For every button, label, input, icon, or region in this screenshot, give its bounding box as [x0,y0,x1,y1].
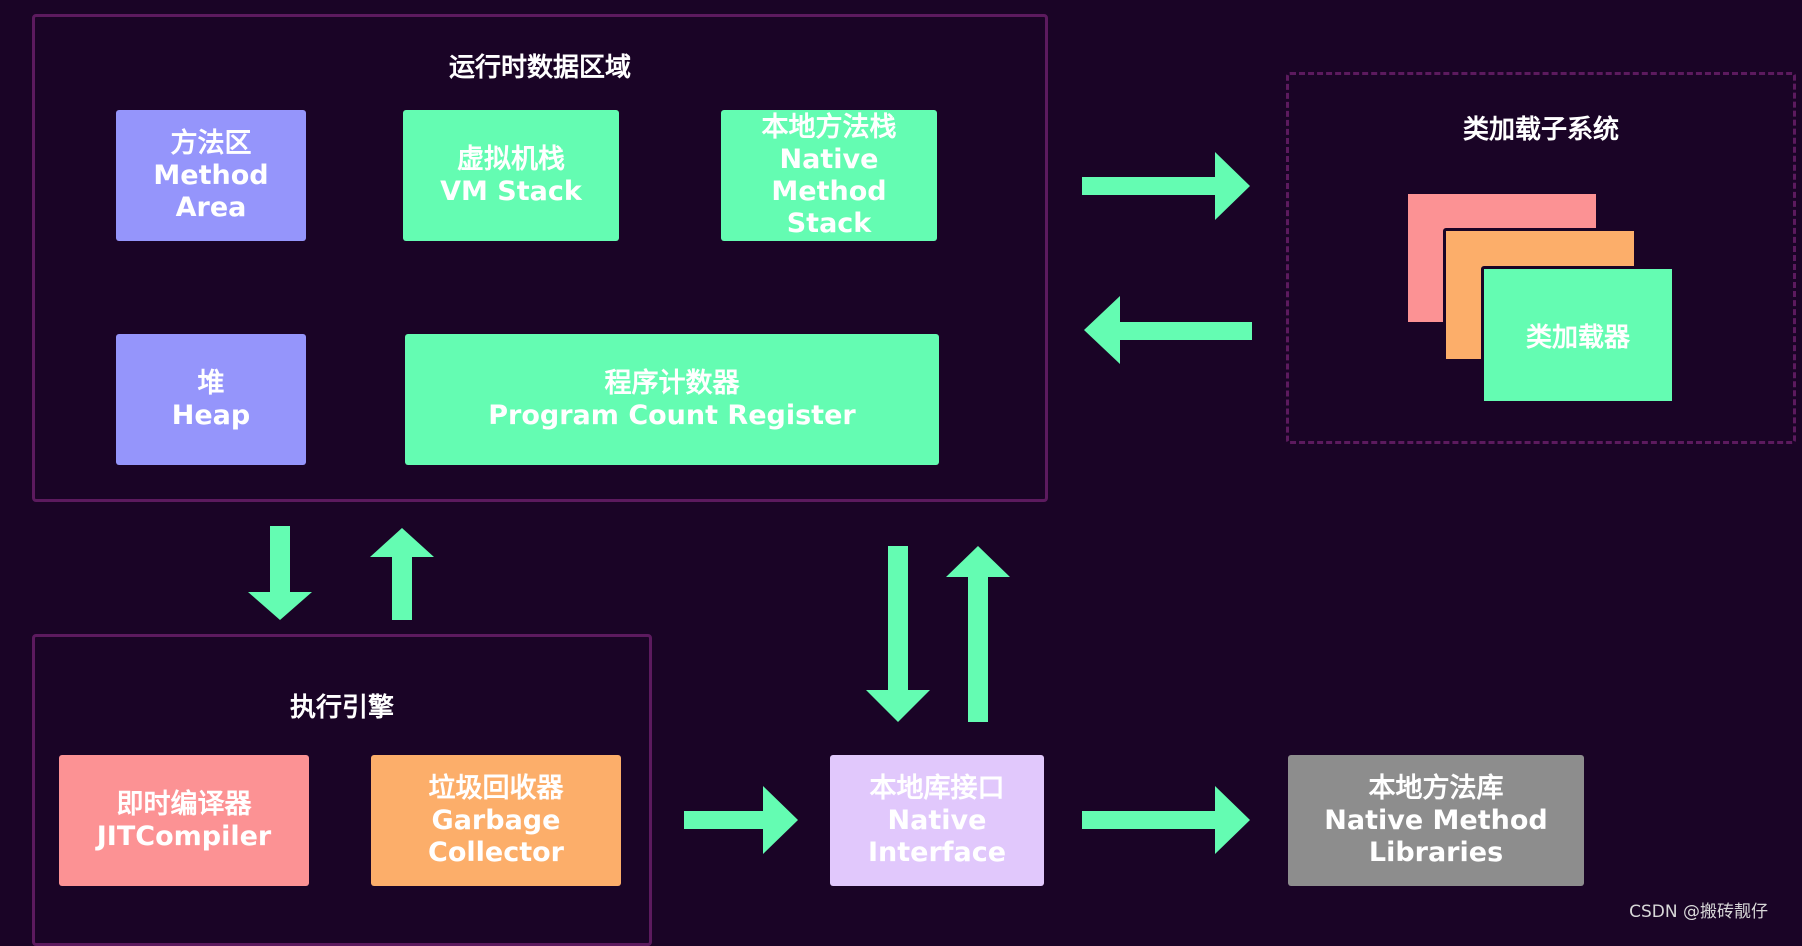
arrow-runtime-to-native-interface [866,546,930,722]
vm-stack-label-cn: 虚拟机栈 [457,143,565,175]
class-loader-subsystem-panel: 类加载子系统 [1286,72,1796,444]
execution-engine-title: 执行引擎 [289,693,394,723]
native-method-stack-label-en2: Method [771,175,887,207]
jit-compiler-label-en: JITCompiler [96,820,272,852]
heap-box: 堆 Heap [116,334,306,465]
native-interface-label-cn: 本地库接口 [869,772,1005,804]
method-area-box: 方法区 Method Area [116,110,306,241]
vm-stack-label-en: VM Stack [440,175,582,207]
program-counter-box: 程序计数器 Program Count Register [405,334,939,465]
method-area-label-cn: 方法区 [170,127,252,159]
native-libraries-label-cn: 本地方法库 [1368,772,1504,804]
arrow-engine-to-runtime [370,528,434,620]
native-libraries-label-en2: Libraries [1368,836,1504,868]
heap-label-en: Heap [171,399,251,431]
vm-stack-box: 虚拟机栈 VM Stack [403,110,619,241]
garbage-collector-label-cn: 垃圾回收器 [428,772,564,804]
native-libraries-label-en1: Native Method [1324,804,1548,836]
method-area-label-en1: Method [153,159,269,191]
arrow-to-class-loader [1082,152,1250,220]
garbage-collector-box: 垃圾回收器 Garbage Collector [371,755,621,886]
class-loader-card-front: 类加载器 [1481,266,1675,404]
native-method-stack-box: 本地方法栈 Native Method Stack [721,110,937,241]
runtime-data-area-panel: 运行时数据区域 [32,14,1048,502]
native-interface-label-en1: Native [887,804,987,836]
garbage-collector-label-en1: Garbage [431,804,561,836]
arrow-from-class-loader [1084,296,1252,364]
native-method-stack-label-cn: 本地方法栈 [761,111,897,143]
runtime-data-area-title: 运行时数据区域 [448,53,631,83]
arrow-engine-to-native-interface [684,786,798,854]
class-loader-subsystem-title: 类加载子系统 [1462,115,1619,145]
method-area-label-en2: Area [175,191,247,223]
native-method-stack-label-en1: Native [779,143,879,175]
program-counter-label-en: Program Count Register [488,399,856,431]
arrow-native-interface-to-runtime [946,546,1010,722]
program-counter-label-cn: 程序计数器 [604,367,740,399]
jit-compiler-label-cn: 即时编译器 [116,788,252,820]
native-interface-box: 本地库接口 Native Interface [830,755,1044,886]
class-loader-label: 类加载器 [1525,322,1630,353]
native-method-stack-label-en3: Stack [786,207,872,239]
garbage-collector-label-en2: Collector [428,836,564,868]
native-libraries-box: 本地方法库 Native Method Libraries [1288,755,1584,886]
jit-compiler-box: 即时编译器 JITCompiler [59,755,309,886]
heap-label-cn: 堆 [197,367,225,399]
arrow-native-interface-to-libraries [1082,786,1250,854]
credit-watermark: CSDN @搬砖靓仔 [1629,902,1768,922]
arrow-runtime-to-engine [248,526,312,620]
native-interface-label-en2: Interface [867,836,1007,868]
